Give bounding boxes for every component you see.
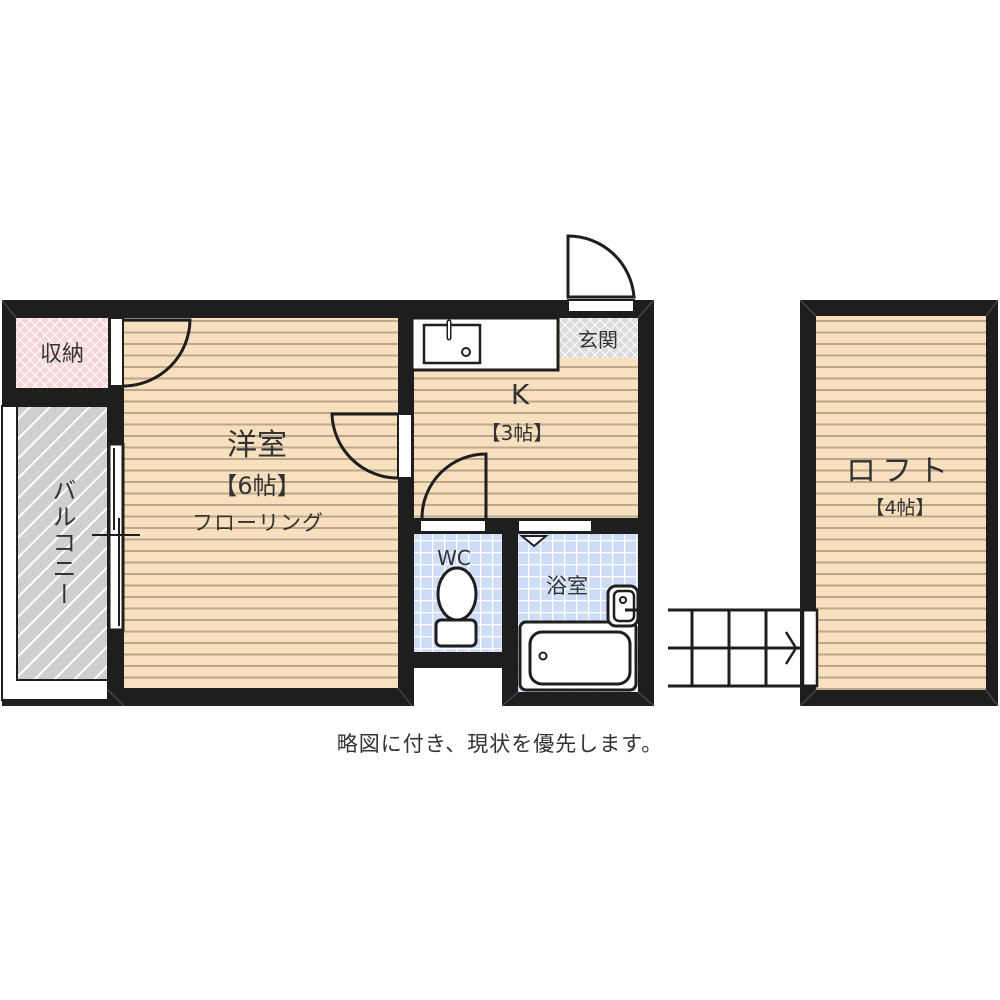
loft-floor	[816, 316, 986, 690]
bathroom-door-arrow	[519, 535, 549, 548]
storage-door-swing	[122, 318, 192, 388]
western-room-floor-type: フローリング	[192, 511, 324, 535]
storage-floor	[16, 318, 108, 388]
entrance-floor	[560, 318, 638, 358]
entrance-label: 玄関	[578, 328, 618, 352]
toilet-label: WC	[437, 546, 471, 570]
ladder-arrow-icon	[784, 631, 798, 665]
front-door-swing	[566, 234, 636, 299]
loft-ladder[interactable]	[668, 608, 819, 688]
western-room-floor	[124, 318, 398, 688]
bathroom-label: 浴室	[546, 574, 588, 598]
kitchen-sink	[422, 323, 482, 365]
storage-door-frame[interactable]	[109, 317, 124, 387]
western-room-size: 【6帖】	[213, 472, 300, 500]
kitchen-label: K	[511, 378, 530, 411]
bathroom-door-frame[interactable]	[517, 519, 593, 533]
western-room-door-swing	[330, 412, 399, 480]
washbasin-icon	[606, 584, 640, 628]
toilet-icon	[434, 566, 478, 648]
loft-label: ロフト	[846, 454, 954, 489]
toilet-door-swing	[420, 452, 488, 519]
loft-size: 【4帖】	[865, 497, 934, 519]
storage-label: 収納	[40, 342, 84, 367]
front-door-frame[interactable]	[567, 299, 635, 313]
balcony-window[interactable]	[107, 442, 125, 632]
kitchen-size: 【3帖】	[481, 421, 554, 445]
western-room-door-frame[interactable]	[397, 413, 413, 479]
western-room-label: 洋室	[227, 428, 287, 463]
bathtub-icon	[518, 620, 638, 692]
toilet-door-frame[interactable]	[419, 519, 487, 533]
disclaimer-note: 略図に付き、現状を優先します。	[336, 732, 664, 756]
balcony-label: バルコニー	[48, 478, 76, 608]
